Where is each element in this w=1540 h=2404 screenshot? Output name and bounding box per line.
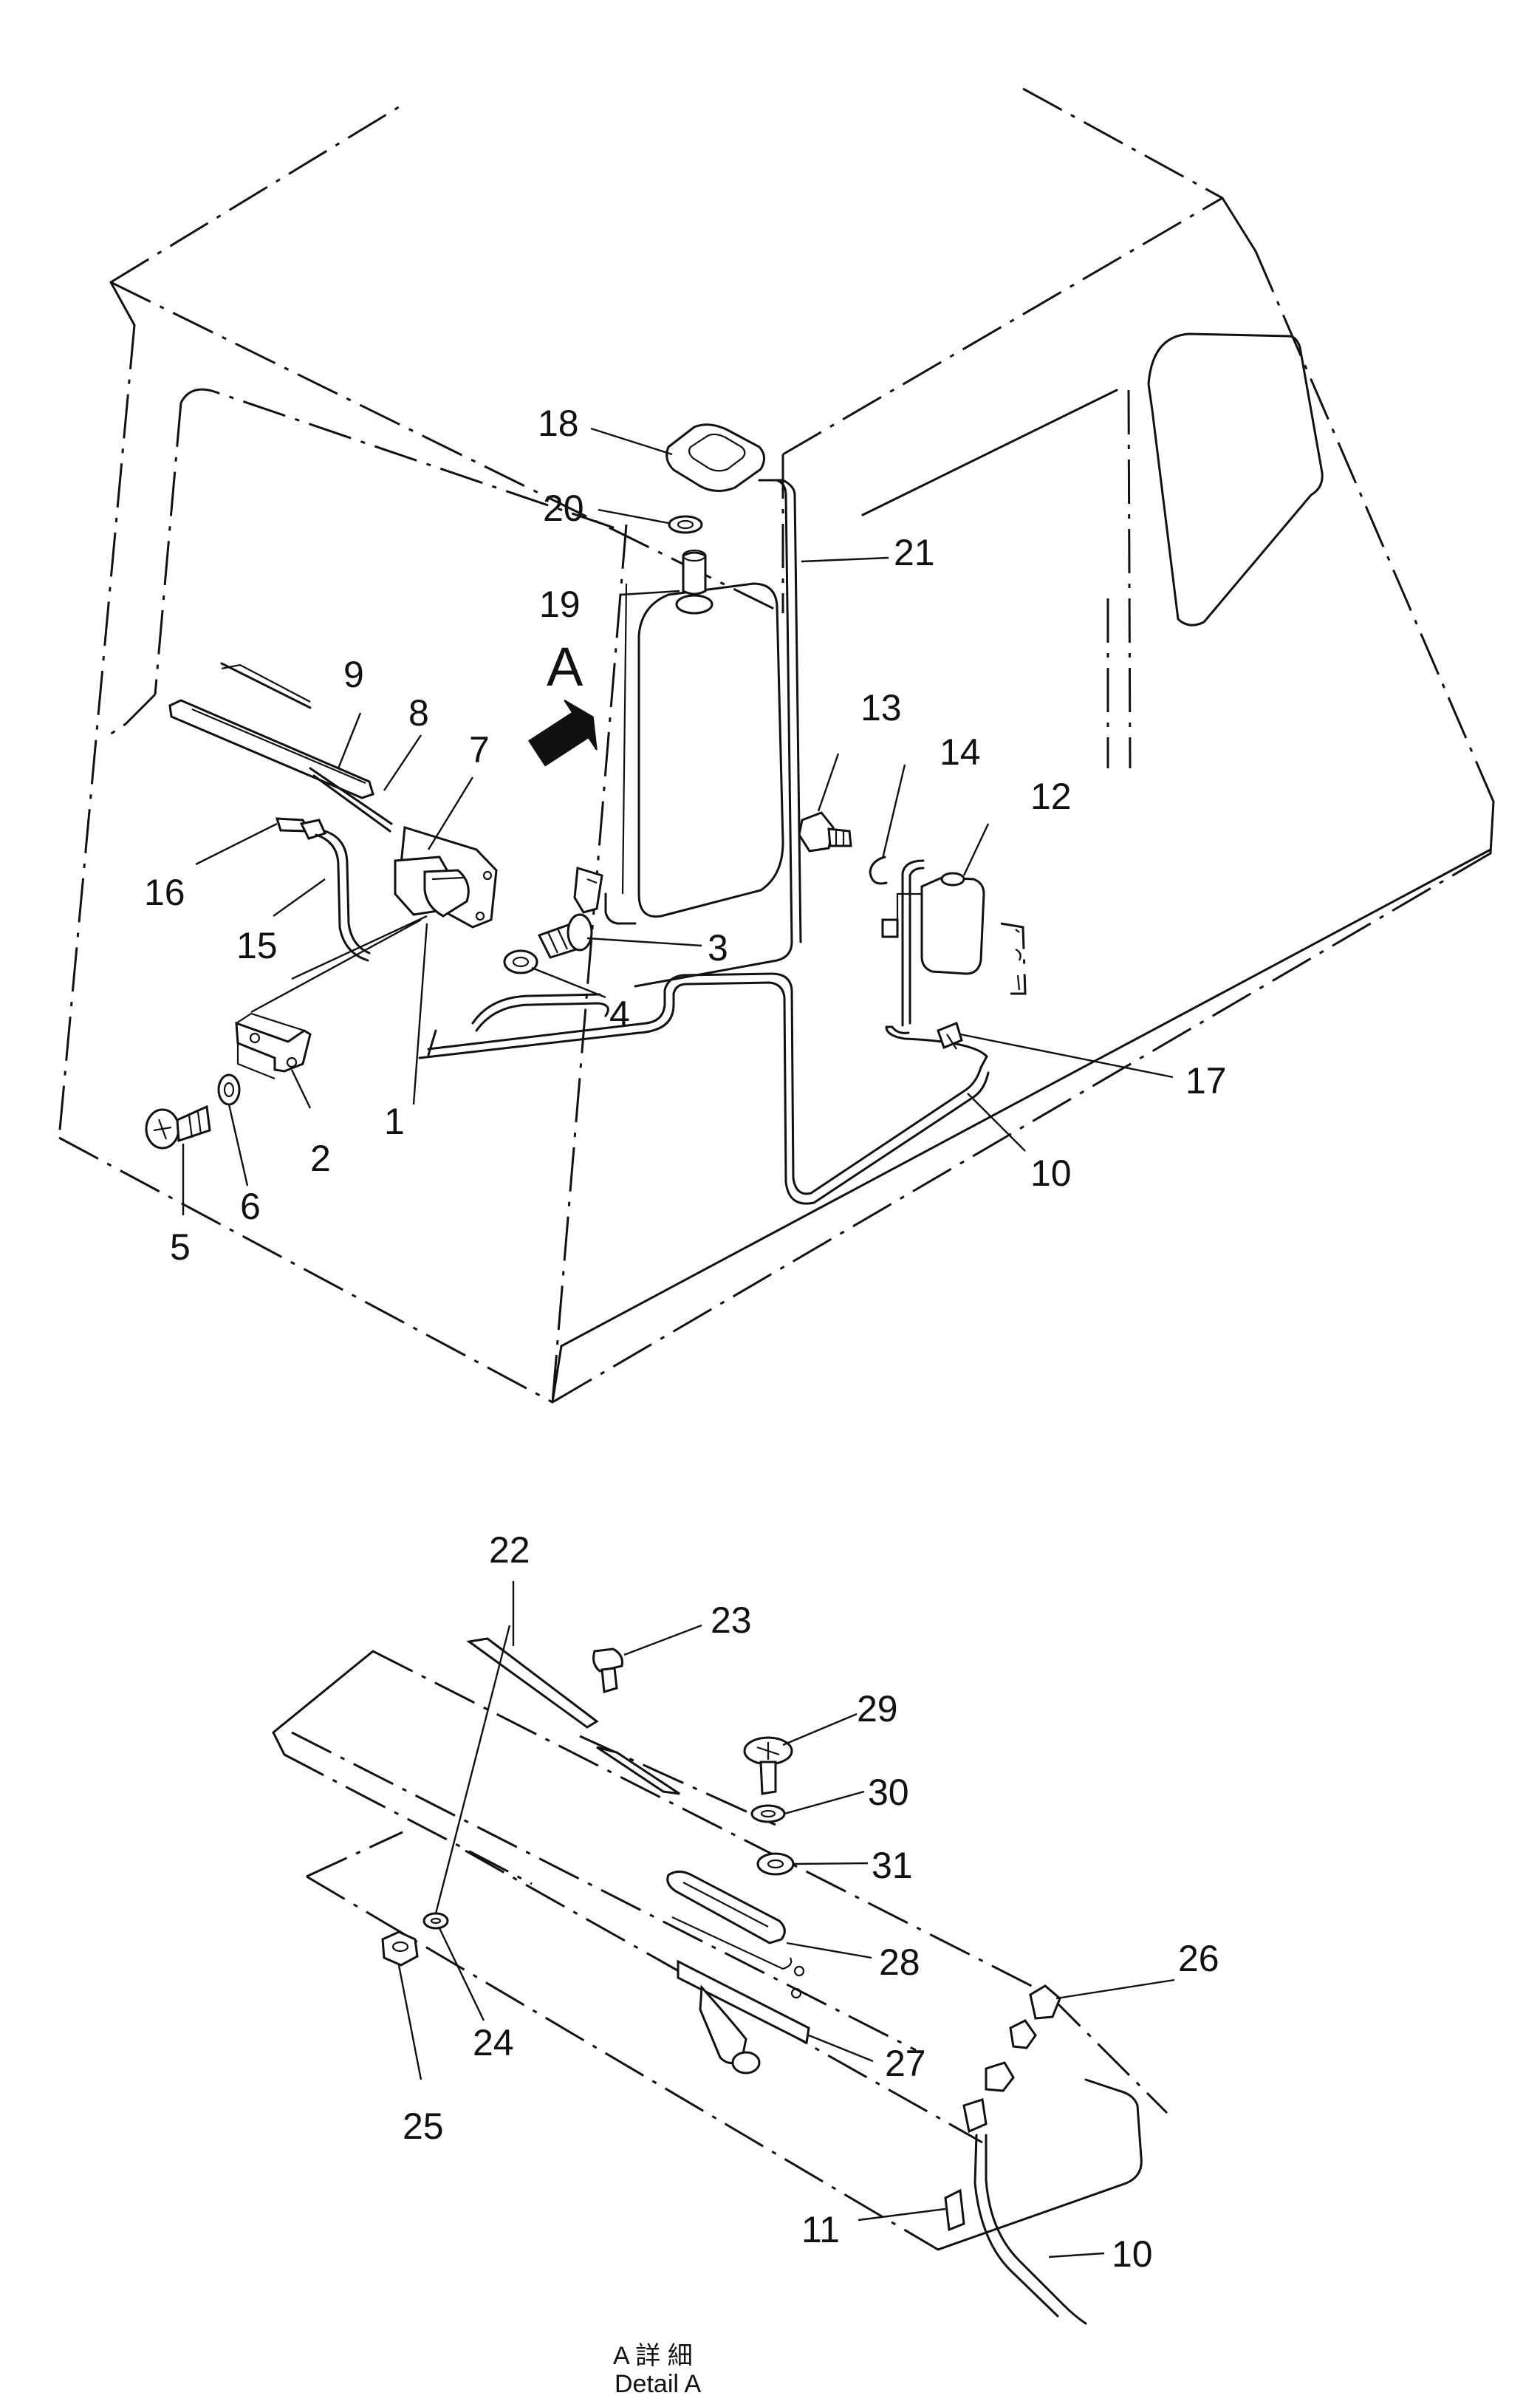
part-1-wiper-motor [394, 856, 470, 918]
part-15-tube [315, 830, 371, 962]
part-12-washer-tank [881, 872, 1027, 995]
view-a-arrow [527, 699, 598, 767]
side-window [861, 332, 1324, 769]
detail-caption-en: Detail A [615, 2370, 701, 2398]
callout-1: 1 [384, 1101, 405, 1142]
callout-14: 14 [940, 731, 981, 773]
wiper-pivot-bracket [573, 867, 603, 914]
callouts-lower: 22 23 29 30 31 28 27 26 24 25 11 10 [403, 1529, 1219, 2275]
callout-10: 10 [1030, 1153, 1072, 1194]
part-24-washer [422, 1912, 449, 1930]
part-25-nut [381, 1930, 419, 1967]
part-11-clip [944, 2188, 965, 2232]
callout-17: 17 [1185, 1060, 1227, 1102]
leader-lines-lower [397, 1581, 1175, 2258]
part-26-nozzle [962, 1984, 1061, 2134]
callouts-upper: 18 20 19 21 9 8 7 16 15 3 4 1 2 6 5 13 1… [144, 403, 1227, 1268]
part-27-bracket [677, 1959, 810, 2075]
callout-15: 15 [236, 925, 278, 966]
part-19-bolt [675, 549, 713, 615]
callout-22: 22 [489, 1529, 530, 1571]
part-5-bolt [145, 1104, 211, 1150]
callout-25: 25 [403, 2106, 444, 2147]
callout-16: 16 [144, 872, 185, 913]
callout-4: 4 [609, 994, 630, 1035]
part-20-washer [668, 515, 703, 534]
callout-21: 21 [894, 532, 935, 573]
part-18-nozzle-cap [665, 423, 765, 492]
callout-26: 26 [1178, 1938, 1219, 1979]
detail-caption-jp: A 詳 細 [613, 2342, 693, 2370]
cab-outline [58, 87, 1495, 1404]
part-28-plate [666, 1871, 805, 1999]
callout-3: 3 [708, 927, 728, 969]
callout-24: 24 [473, 2022, 514, 2063]
callout-7: 7 [469, 729, 490, 771]
callout-10-detail: 10 [1112, 2233, 1153, 2275]
callout-13: 13 [860, 687, 902, 728]
washer-tube-assembly [418, 479, 990, 1205]
view-a-label: A [547, 636, 584, 697]
part-14-clip [869, 856, 888, 885]
callout-6: 6 [240, 1186, 261, 1227]
leader-lines-upper [182, 427, 1174, 1215]
callout-19: 19 [539, 584, 581, 625]
callout-30: 30 [868, 1772, 909, 1813]
callout-12: 12 [1030, 776, 1072, 817]
part-16-nozzle [275, 817, 327, 840]
part-9-wiper-blade [168, 662, 374, 799]
blade-lower-segment [596, 1746, 680, 1795]
detail-a-tube [973, 2134, 1087, 2325]
callout-28: 28 [879, 1942, 920, 1983]
part-22-blade [466, 1637, 599, 1729]
callout-20: 20 [543, 488, 584, 529]
callout-18: 18 [538, 403, 579, 444]
callout-8: 8 [408, 692, 429, 734]
part-2-bracket [235, 1012, 312, 1080]
callout-31: 31 [872, 1845, 913, 1886]
callout-27: 27 [885, 2043, 926, 2084]
part-6-washer [217, 1073, 241, 1106]
part-29-screw [743, 1736, 793, 1795]
part-13-fitting [798, 811, 852, 853]
part-31-washer [756, 1852, 795, 1876]
front-window [103, 388, 623, 740]
callout-9: 9 [343, 654, 364, 695]
part-30-lockwasher [750, 1804, 786, 1823]
callout-29: 29 [857, 1688, 898, 1729]
door-glass-panel [621, 582, 784, 918]
part-4-washer [503, 949, 538, 974]
callout-2: 2 [310, 1138, 331, 1179]
callout-11: 11 [801, 2209, 840, 2250]
part-8-wiper-arm [309, 767, 393, 833]
callout-5: 5 [170, 1226, 191, 1268]
part-23-screw [592, 1647, 623, 1693]
callout-23: 23 [711, 1599, 752, 1641]
part-3-bolt [537, 913, 593, 959]
part-17-clamp [937, 1022, 963, 1050]
